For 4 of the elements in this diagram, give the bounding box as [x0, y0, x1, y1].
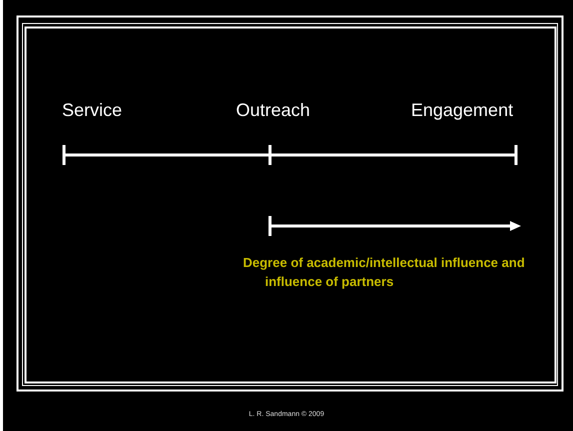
scale-label: Outreach: [236, 100, 310, 121]
description-text: Degree of academic/intellectual influence and influence of partners: [243, 254, 526, 291]
scale-label: Engagement: [411, 100, 514, 121]
scale-label: Service: [62, 100, 122, 121]
